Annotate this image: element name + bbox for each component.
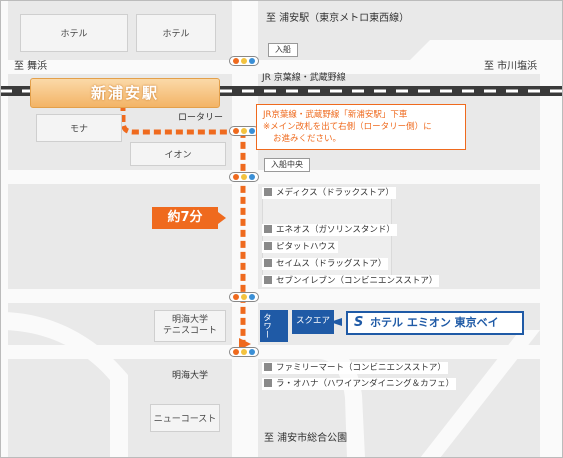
meikai-univ-label: 明海大学 — [172, 371, 209, 381]
road-diagonal-southeast — [420, 330, 540, 458]
hotel-building-1: ホテル — [20, 14, 128, 52]
direction-south: 至 浦安市総合公園 — [264, 433, 348, 444]
road-right-edge — [540, 60, 563, 458]
shop-marker-icon — [264, 363, 272, 371]
rail-line-label: JR 京葉線・武蔵野線 — [262, 73, 346, 83]
shop-marker-icon — [264, 379, 272, 387]
shop-marker-icon — [264, 259, 272, 267]
hotel-building-2: ホテル — [136, 14, 216, 52]
direction-west: 至 舞浜 — [14, 61, 48, 72]
meikai-court-building: 明海大学 テニスコート — [154, 310, 226, 342]
shop-marker-icon — [264, 276, 272, 284]
hotel-logo-icon: S — [354, 315, 364, 330]
note-line-2: ※メイン改札を出て右側（ロータリー側）に — [263, 122, 432, 132]
shop-east-1: メディクス（ドラックストア） — [262, 187, 396, 199]
road-left-edge — [0, 0, 8, 458]
shop-south-2: ラ・オハナ（ハワイアンダイニング＆カフェ） — [262, 378, 457, 390]
hotel-square-building: スクエア — [292, 310, 334, 334]
station-box: 新浦安駅 — [30, 78, 220, 108]
walk-time-badge: 約7分 — [152, 207, 218, 229]
traffic-light-hotel — [229, 347, 259, 357]
road-main-vertical — [232, 0, 258, 458]
walk-time-text: 約7分 — [167, 210, 203, 225]
access-note: JR京葉線・武蔵野線「新浦安駅」下車 ※メイン改札を出て右側（ロータリー側）に … — [256, 104, 466, 150]
road-south — [0, 289, 563, 303]
road-northeast — [410, 40, 563, 60]
traffic-light-south — [229, 292, 259, 302]
note-line-3: お進みください。 — [273, 134, 342, 144]
hotel-tower-building: タワー — [260, 310, 288, 342]
hotel-square-label: スクエア — [295, 316, 330, 326]
aeon-building: イオン — [130, 142, 226, 166]
hotel-pointer — [330, 318, 342, 326]
road-curve-south — [258, 345, 365, 458]
hotel-tower-label: タワー — [261, 313, 272, 339]
road-middle — [0, 170, 563, 184]
walking-route — [120, 104, 246, 350]
station-name: 新浦安駅 — [90, 84, 159, 102]
shop-east-4: セイムス（ドラッグストア） — [262, 258, 389, 270]
new-coast-building: ニューコースト — [150, 404, 220, 432]
shop-south-1: ファミリーマート（コンビニエンスストア） — [262, 362, 448, 374]
direction-east: 至 市川塩浜 — [484, 61, 538, 72]
shop-marker-icon — [264, 242, 272, 250]
shop-east-2: エネオス（ガソリンスタンド） — [262, 224, 397, 236]
shop-east-5: セブンイレブン（コンビニエンスストア） — [262, 275, 440, 287]
shop-marker-icon — [264, 225, 272, 233]
direction-north: 至 浦安駅（東京メトロ東西線） — [266, 13, 410, 24]
shop-marker-icon — [264, 188, 272, 196]
hotel-name: ホテル エミオン 東京ベイ — [370, 316, 499, 329]
note-line-1: JR京葉線・武蔵野線「新浦安駅」下車 — [263, 110, 408, 120]
road-curve-west — [0, 312, 128, 458]
traffic-light-rotary — [229, 126, 259, 136]
intersection-north-label: 入船 — [268, 43, 298, 57]
intersection-middle-label: 入船中央 — [264, 158, 310, 172]
rotary-label: ロータリー — [176, 113, 226, 123]
road-north — [0, 60, 563, 74]
mona-building: モナ — [36, 114, 122, 142]
traffic-light-middle — [229, 172, 259, 182]
traffic-light-north — [229, 56, 259, 66]
hotel-name-badge: S ホテル エミオン 東京ベイ — [346, 311, 524, 335]
shop-east-3: ピタットハウス — [262, 241, 338, 253]
railway-track — [0, 86, 563, 96]
